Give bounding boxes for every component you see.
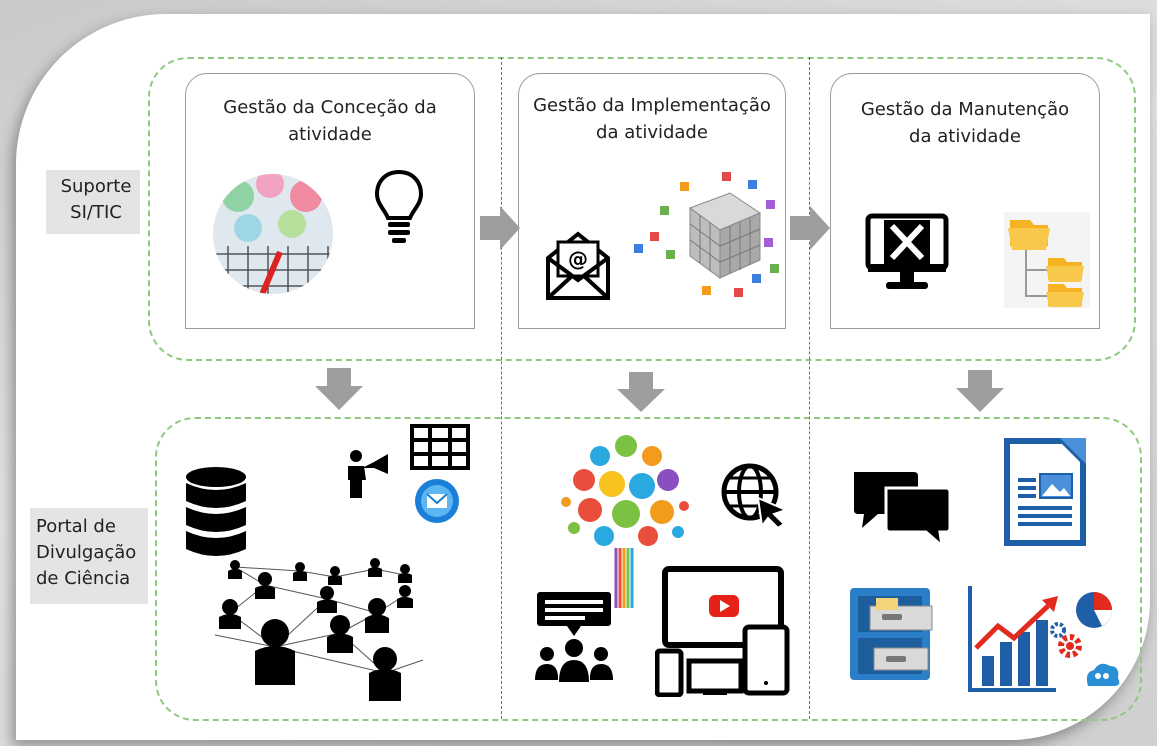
devices-video-icon bbox=[655, 566, 790, 697]
support-label: Suporte SI/TIC bbox=[46, 170, 140, 234]
analytics-icon bbox=[968, 586, 1120, 692]
portal-group-box bbox=[155, 417, 1142, 721]
step-maintenance-title-line-1: Gestão da Manutenção bbox=[860, 99, 1070, 120]
svg-text:@: @ bbox=[568, 247, 588, 271]
portal-label-line-1: Portal de bbox=[36, 516, 116, 537]
support-label-line-1: Suporte bbox=[60, 176, 132, 197]
step-conception-title: Gestão da Conceção da atividade bbox=[186, 94, 474, 148]
support-label-line-2: SI/TIC bbox=[70, 202, 122, 223]
meeting-icon bbox=[535, 592, 613, 682]
portal-label-line-3: de Ciência bbox=[36, 568, 131, 589]
document-icon bbox=[1004, 438, 1086, 546]
lightbulb-icon bbox=[374, 169, 424, 243]
folder-tree-icon bbox=[1004, 212, 1090, 308]
arrow-down-3 bbox=[956, 370, 1004, 412]
step-implementation-title-line-2: da atividade bbox=[596, 122, 708, 143]
presenter-icon bbox=[348, 450, 388, 498]
science-tree-icon bbox=[561, 435, 689, 608]
arrow-down-2 bbox=[617, 372, 665, 412]
maintenance-monitor-icon bbox=[865, 213, 949, 289]
email-icon: @ bbox=[546, 231, 610, 300]
step-implementation-title: Gestão da Implementação da atividade bbox=[519, 92, 785, 146]
step-maintenance-title-line-2: da atividade bbox=[909, 126, 1021, 147]
file-cabinet-icon bbox=[850, 588, 933, 680]
web-icon bbox=[721, 463, 789, 528]
arrow-right-2 bbox=[790, 206, 830, 250]
support-group-box bbox=[148, 57, 1136, 361]
step-conception-title-line-2: atividade bbox=[288, 124, 372, 145]
step-conception-title-line-1: Gestão da Conceção da bbox=[223, 97, 437, 118]
data-cube-icon bbox=[634, 172, 779, 297]
database-icon bbox=[186, 467, 246, 556]
email-badge-icon bbox=[415, 479, 459, 523]
planner-photo bbox=[213, 174, 333, 294]
step-implementation-title-line-1: Gestão da Implementação bbox=[533, 95, 771, 116]
table-icon bbox=[410, 424, 470, 470]
arrow-down-1 bbox=[315, 368, 363, 410]
column-separator-2 bbox=[809, 57, 810, 719]
column-separator-1 bbox=[501, 57, 502, 719]
portal-label: Portal de Divulgação de Ciência bbox=[30, 508, 148, 604]
step-maintenance-title: Gestão da Manutenção da atividade bbox=[831, 96, 1099, 150]
social-network-icon bbox=[215, 558, 424, 701]
chat-icon bbox=[854, 472, 952, 548]
arrow-right-1 bbox=[480, 206, 520, 250]
portal-label-line-2: Divulgação bbox=[36, 542, 137, 563]
